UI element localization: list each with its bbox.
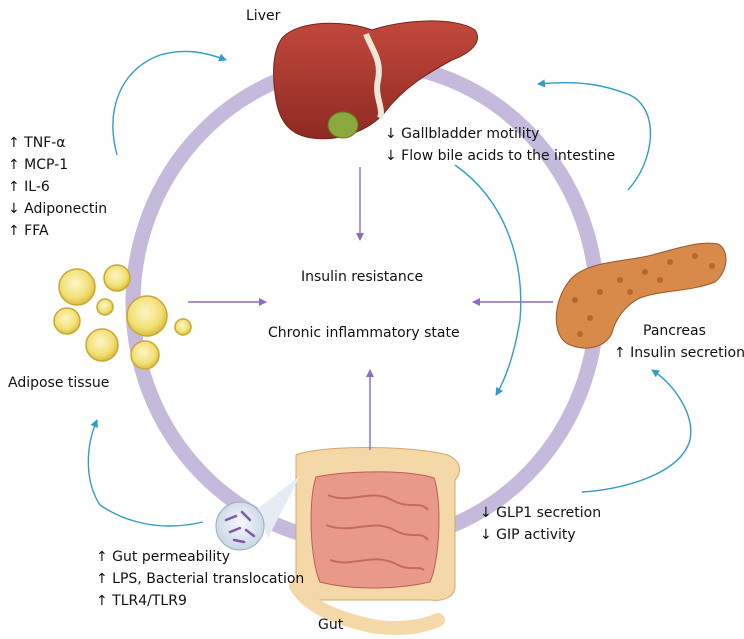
liver-label: Liver xyxy=(246,8,281,24)
gut-hormone-effect-item: ↓ GLP1 secretion xyxy=(480,505,602,521)
liver-effect-item: ↓ Gallbladder motility xyxy=(385,126,540,142)
gut-barrier-effect-item: ↑ TLR4/TLR9 xyxy=(96,593,187,609)
adipose-effect-item: ↓ Adiponectin xyxy=(8,201,108,217)
adipose-effect-item: ↑ IL-6 xyxy=(8,179,50,195)
pancreas-label: Pancreas xyxy=(643,323,706,339)
gut-hormone-effect-item: ↓ GIP activity xyxy=(480,527,576,543)
adipose-effect-item: ↑ MCP-1 xyxy=(8,157,69,173)
adipose-effects-list: ↑ TNF-α ↑ MCP-1 ↑ IL-6 ↓ Adiponectin ↑ F… xyxy=(8,132,107,242)
cycle-arrow-gut-to-pancreas xyxy=(581,369,692,493)
center-inflammatory-state: Chronic inflammatory state xyxy=(268,325,460,341)
liver-effects-list: ↓ Gallbladder motility ↓ Flow bile acids… xyxy=(385,123,615,167)
pancreas-illustration xyxy=(555,242,727,349)
gut-barrier-effect-item: ↑ Gut permeability xyxy=(96,549,231,565)
bacteria-illustration xyxy=(215,476,300,551)
adipose-illustration xyxy=(53,264,192,370)
cycle-arrow-adipose-to-liver xyxy=(112,50,227,156)
cycle-arrow-gut-to-adipose xyxy=(87,419,204,527)
gut-illustration xyxy=(289,447,461,635)
gut-barrier-effect-item: ↑ LPS, Bacterial translocation xyxy=(96,571,305,587)
gut-barrier-effects-list: ↑ Gut permeability ↑ LPS, Bacterial tran… xyxy=(96,546,304,612)
cycle-arrow-pancreas-to-liver xyxy=(537,79,652,191)
liver-effect-item: ↓ Flow bile acids to the intestine xyxy=(385,148,616,164)
adipose-effect-item: ↑ TNF-α xyxy=(8,135,66,151)
pancreas-effect-item: ↑ Insulin secretion xyxy=(614,345,744,361)
gut-hormone-effects-list: ↓ GLP1 secretion ↓ GIP activity xyxy=(480,502,601,546)
liver-illustration xyxy=(273,20,478,140)
center-insulin-resistance: Insulin resistance xyxy=(301,269,424,285)
adipose-effect-item: ↑ FFA xyxy=(8,223,49,239)
pancreas-effects-list: ↑ Insulin secretion xyxy=(614,342,744,364)
adipose-label: Adipose tissue xyxy=(8,375,110,391)
cycle-arrow-liver-to-gut xyxy=(454,164,522,396)
gut-label: Gut xyxy=(318,617,344,633)
